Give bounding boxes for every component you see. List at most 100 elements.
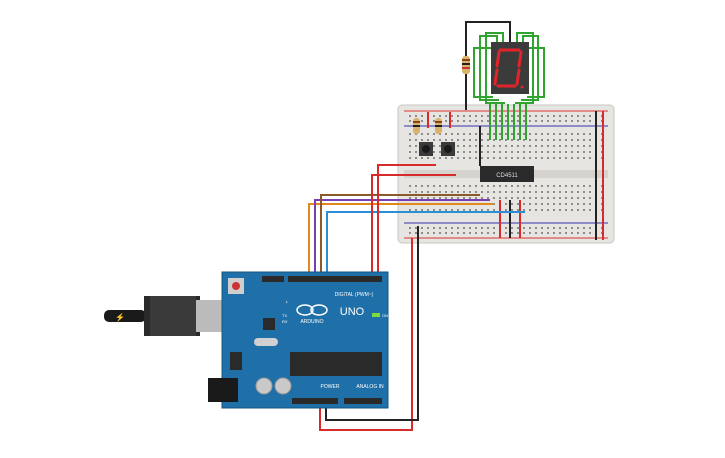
breadboard-hole [577,157,579,159]
breadboard-hole [469,209,471,211]
breadboard-hole [535,133,537,135]
breadboard-hole [529,157,531,159]
breadboard-hole [571,151,573,153]
breadboard-hole [565,227,567,229]
breadboard-hole [421,120,423,122]
breadboard-hole [457,191,459,193]
breadboard-hole [535,139,537,141]
breadboard-hole [589,157,591,159]
breadboard-hole [463,232,465,234]
breadboard-hole [451,139,453,141]
breadboard-hole [409,145,411,147]
breadboard-hole [547,133,549,135]
breadboard-hole [541,133,543,135]
breadboard-hole [415,139,417,141]
breadboard-hole [517,209,519,211]
breadboard-hole [547,151,549,153]
digital-label: DIGITAL (PWM~) [335,292,374,298]
breadboard-hole [589,115,591,117]
breadboard-hole [493,227,495,229]
breadboard-hole [505,145,507,147]
breadboard-hole [475,145,477,147]
breadboard-hole [445,133,447,135]
breadboard-hole [493,191,495,193]
breadboard-hole [577,203,579,205]
breadboard-hole [589,145,591,147]
breadboard-hole [529,151,531,153]
breadboard-hole [427,232,429,234]
on-label: ON [382,313,388,318]
breadboard-hole [463,185,465,187]
breadboard-hole [523,197,525,199]
breadboard-hole [523,139,525,141]
breadboard-hole [433,120,435,122]
breadboard-hole [553,197,555,199]
breadboard-hole [469,232,471,234]
breadboard-hole [445,197,447,199]
resistor[interactable] [435,118,442,134]
breadboard-hole [517,145,519,147]
breadboard-hole [439,227,441,229]
breadboard-hole [523,120,525,122]
breadboard-hole [439,197,441,199]
arduino-uno-board[interactable]: DIGITAL (PWM~) ARDUINO UNO ON L TX RX PO… [208,271,389,409]
breadboard-hole [463,191,465,193]
pushbutton[interactable] [419,142,433,156]
breadboard-hole [565,209,567,211]
breadboard-hole [505,203,507,205]
breadboard-hole [565,157,567,159]
display-digit-segments [493,48,523,88]
breadboard-hole [583,197,585,199]
breadboard-hole [415,232,417,234]
seven-segment-display[interactable] [491,42,529,94]
breadboard-hole [475,197,477,199]
breadboard-hole [511,120,513,122]
breadboard-hole [583,203,585,205]
breadboard-hole [565,145,567,147]
breadboard-hole [535,151,537,153]
breadboard-hole [433,145,435,147]
breadboard-hole [421,115,423,117]
breadboard-hole [523,133,525,135]
breadboard-hole [523,115,525,117]
breadboard-hole [529,139,531,141]
breadboard-hole [433,191,435,193]
breadboard-hole [589,203,591,205]
breadboard-hole [469,133,471,135]
resistor[interactable] [462,56,470,74]
breadboard-hole [577,139,579,141]
usb-cable: ⚡ [104,296,224,336]
breadboard-hole [427,139,429,141]
pushbutton[interactable] [441,142,455,156]
breadboard-hole [571,120,573,122]
cd4511-chip[interactable]: CD4511 [480,166,534,182]
breadboard-hole [559,145,561,147]
breadboard-hole [415,145,417,147]
breadboard-hole [553,232,555,234]
breadboard-hole [415,191,417,193]
breadboard-hole [535,227,537,229]
breadboard-hole [433,197,435,199]
breadboard-hole [469,120,471,122]
breadboard-hole [457,232,459,234]
breadboard-hole [469,151,471,153]
breadboard-hole [499,185,501,187]
breadboard-hole [547,227,549,229]
resistor[interactable] [413,118,420,134]
breadboard-hole [547,197,549,199]
breadboard-hole [409,139,411,141]
breadboard-hole [481,133,483,135]
breadboard-hole [481,191,483,193]
breadboard-hole [571,191,573,193]
breadboard-hole [481,145,483,147]
breadboard-hole [523,145,525,147]
breadboard-hole [445,120,447,122]
breadboard-hole [409,157,411,159]
breadboard-hole [487,157,489,159]
signal-wires [308,164,525,278]
breadboard-hole [511,185,513,187]
breadboard-hole [511,191,513,193]
brand-logo-text: ARDUINO [300,319,323,325]
breadboard-hole [583,232,585,234]
breadboard-hole [589,185,591,187]
